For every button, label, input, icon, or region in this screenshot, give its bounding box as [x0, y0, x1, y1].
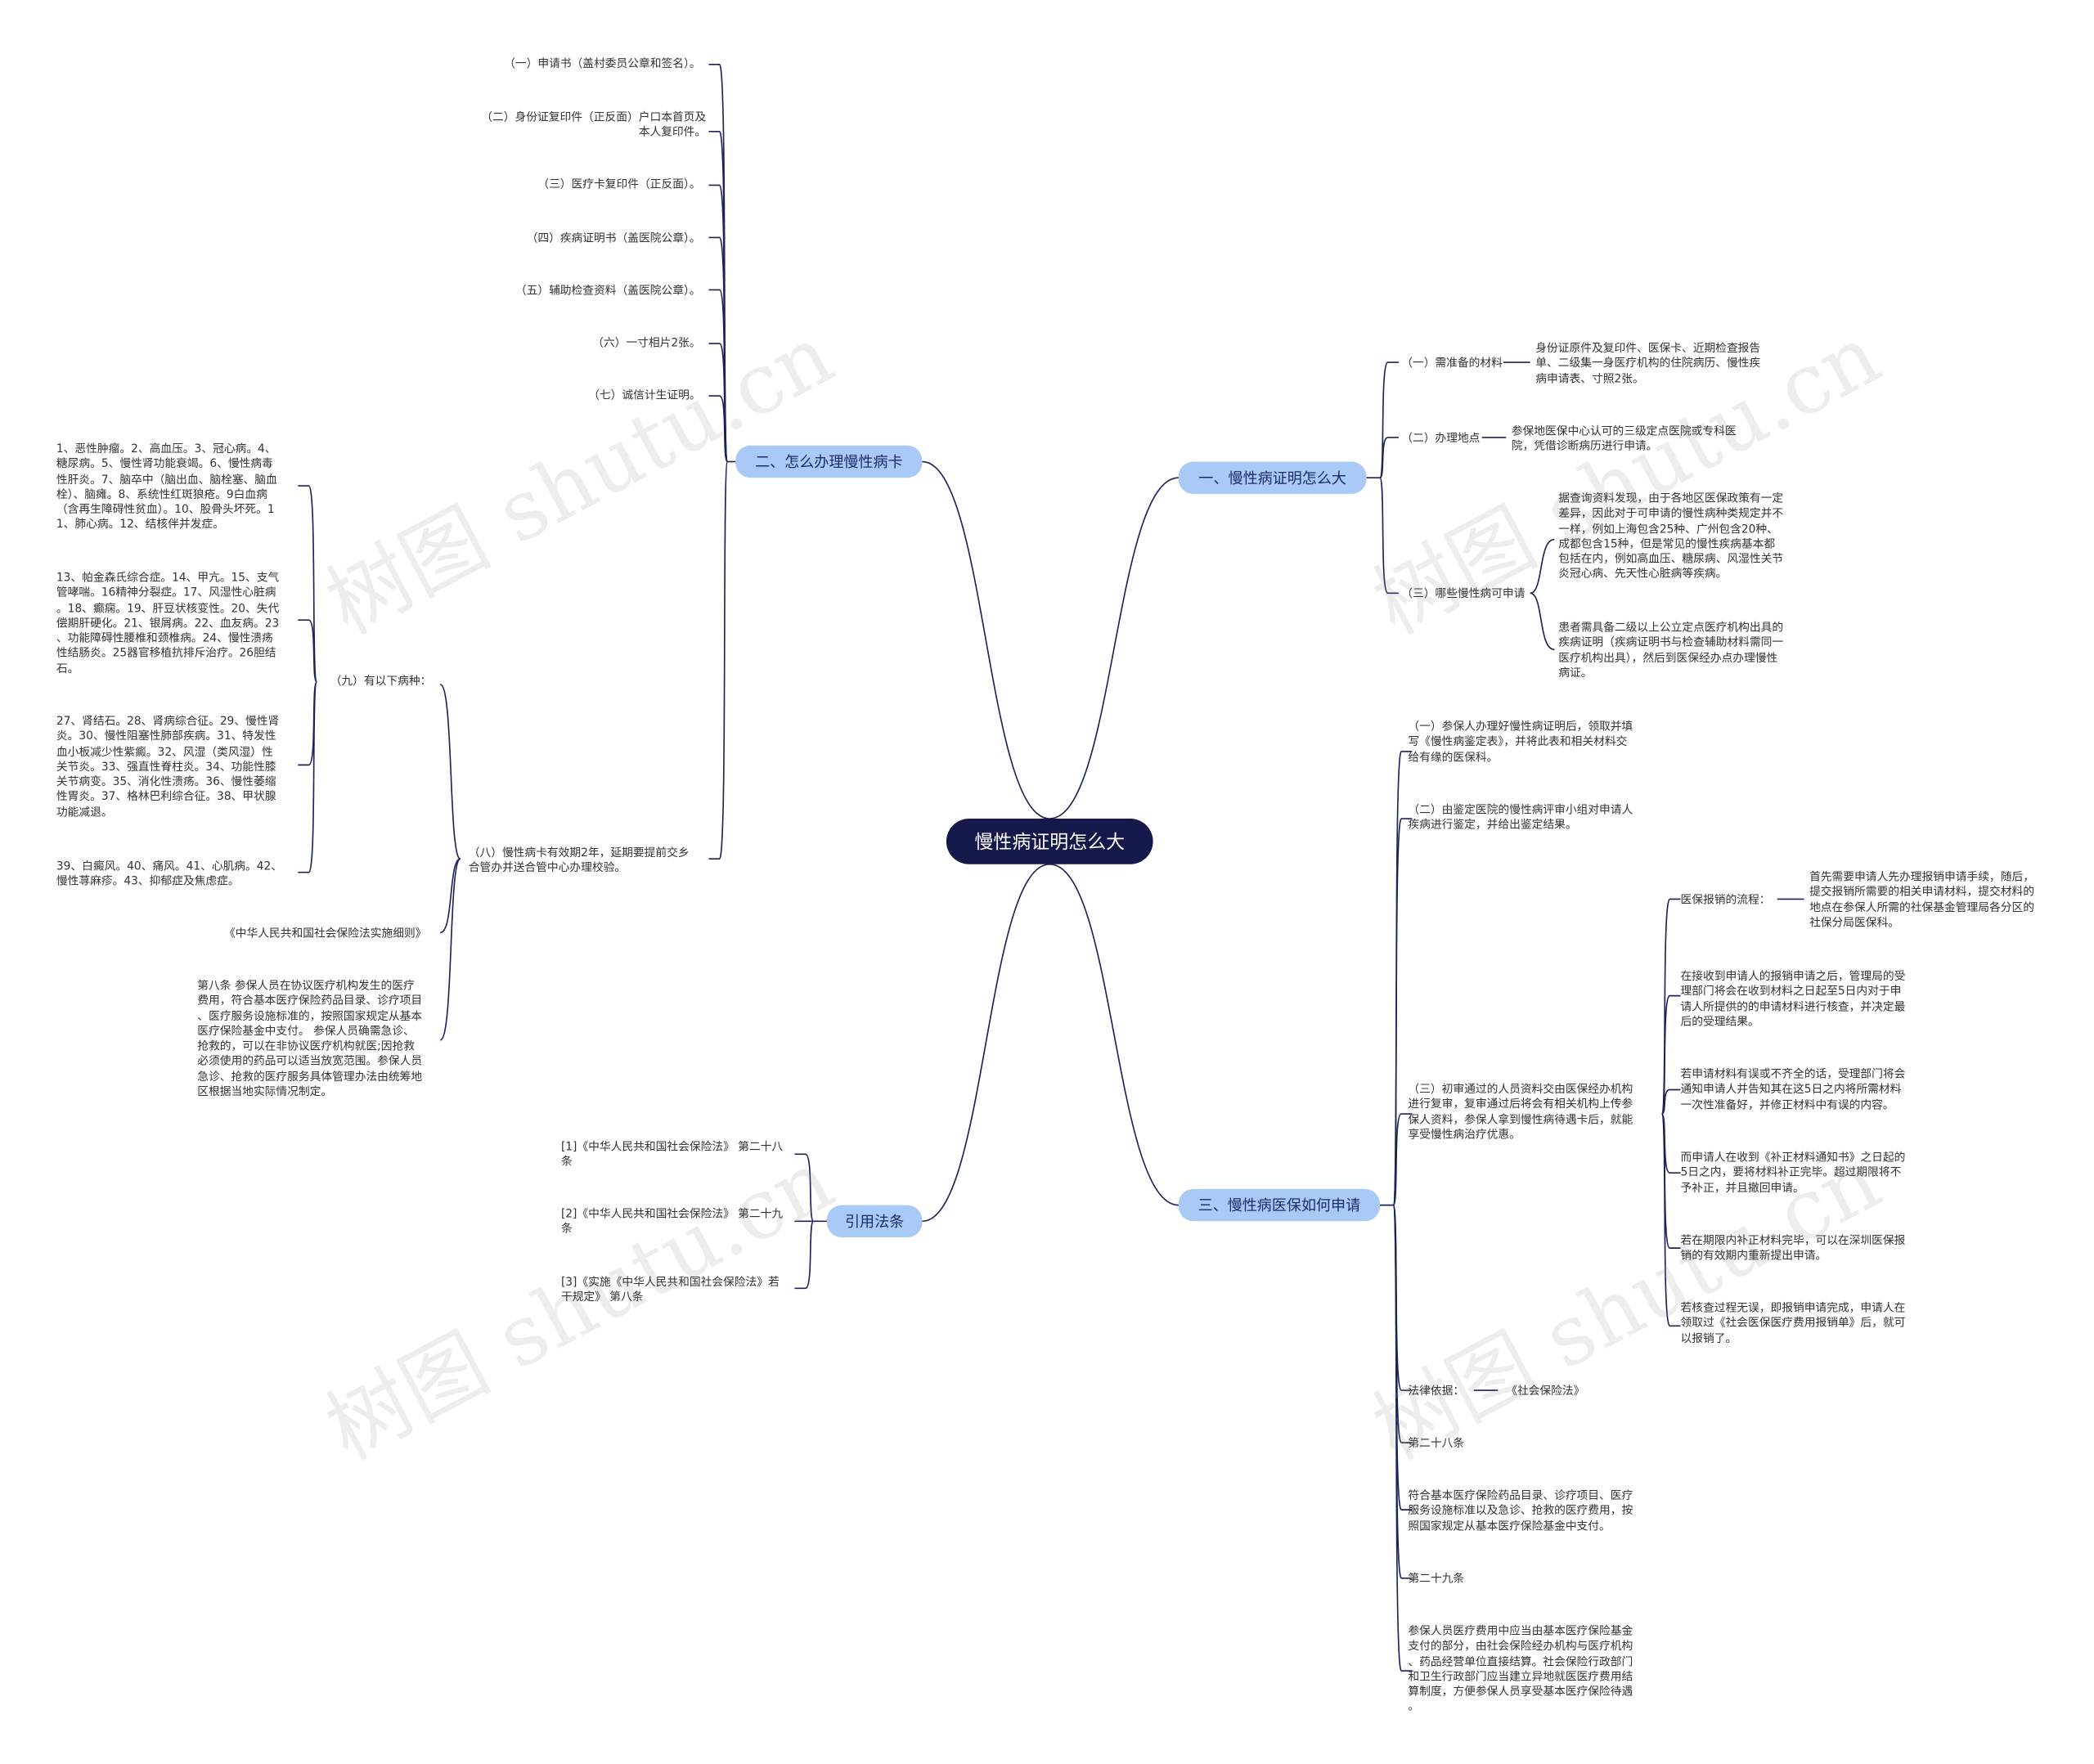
law-basis-name: 《社会保险法》	[1506, 1383, 1585, 1398]
material-item: （五）辅助检查资料（盖医院公章）。	[515, 283, 701, 297]
eight-to-nine	[439, 684, 461, 860]
flow-label: 医保报销的流程：	[1680, 892, 1771, 906]
article-28-label: 第二十八条	[1408, 1435, 1465, 1450]
material-item: （七）诚信计生证明。	[588, 388, 701, 402]
step-one: （一）参保人办理好慢性病证明后，领取并填 写《慢性病鉴定表》，并将此表和相关材料…	[1408, 719, 1633, 764]
step-two: （二）由鉴定医院的慢性病评审小组对申请人 疾病进行鉴定，并给出鉴定结果。	[1408, 802, 1633, 832]
which-link-2	[1530, 592, 1555, 651]
material-item: （二）身份证复印件（正反面）户口本首页及 本人复印件。	[481, 110, 707, 139]
step-three-children	[1660, 994, 1681, 1115]
flow-step: 而申请人在收到《补正材料通知书》之日起的 5日之内，要将材料补正完毕。超过期限将…	[1680, 1150, 1906, 1194]
step-three: （三）初审通过的人员资料交由医保经办机构 进行复审，复审通过后将会有相关机构上传…	[1408, 1081, 1633, 1141]
article-29-label: 第二十九条	[1408, 1571, 1465, 1586]
branch-1-children	[1379, 477, 1399, 595]
flow-step: 在接收到申请人的报销申请之后，管理局的受 理部门将会在收到材料之日起至5日内对于…	[1680, 968, 1906, 1028]
article-29-text: 参保人员医疗费用中应当由基本医疗保险基金 支付的部分，由社会保险经办机构与医疗机…	[1408, 1623, 1633, 1713]
flow-step: 若核查过程无误，即报销申请完成，申请人在 领取过《社会医保医疗费用报销单》后，就…	[1680, 1300, 1906, 1344]
step-three-children	[1660, 1113, 1681, 1327]
reference-item: [1]《中华人民共和国社会保险法》 第二十八 条	[560, 1139, 784, 1169]
flow-text: 首先需要申请人先办理报销申请手续，随后， 提交报销所需要的相关申请材料，提交材料…	[1809, 869, 2034, 929]
branch-node-1[interactable]: 一、慢性病证明怎么大	[1178, 461, 1367, 494]
law-basis-label: 法律依据：	[1408, 1383, 1465, 1398]
reference-children	[794, 1153, 815, 1223]
root-node[interactable]: 慢性病证明怎么大	[946, 819, 1153, 864]
eight-to-law	[439, 858, 461, 934]
branch-1-children	[1379, 437, 1399, 479]
reference-item: [3]《实施《中华人民共和国社会保险法》若 干规定》 第八条	[560, 1274, 780, 1304]
article-28-text: 符合基本医疗保险药品目录、诊疗项目、医疗 服务设施标准以及急诊、抢救的医疗费用，…	[1408, 1488, 1633, 1533]
eight-item: （八）慢性病卡有效期2年，延期要提前交乡 合管办并送合管中心办理校验。	[468, 845, 690, 874]
material-item: （一）申请书（盖村委员公章和签名）。	[504, 56, 701, 70]
branch-3-children	[1392, 1113, 1413, 1206]
root-to-branch-2	[922, 460, 1050, 819]
branch-2-children	[708, 460, 729, 860]
nine-children	[298, 485, 318, 683]
need-label: （一）需准备的材料	[1401, 355, 1503, 370]
disease-group: 27、肾结石。28、肾病综合征。29、慢性肾 炎。30、慢性阻塞性肺部疾病。31…	[56, 714, 280, 819]
material-item: （三）医疗卡复印件（正反面）。	[537, 177, 701, 191]
root-to-branch-4	[922, 863, 1050, 1223]
branch-node-2[interactable]: 二、怎么办理慢性病卡	[735, 445, 923, 478]
branch-node-4[interactable]: 引用法条	[826, 1205, 923, 1238]
material-item: （六）一寸相片2张。	[592, 335, 701, 349]
nine-children	[298, 680, 318, 873]
flow-step: 若申请材料有误或不齐全的话，受理部门将会 通知申请人并告知其在这5日之内将所需材…	[1680, 1066, 1906, 1111]
article-eight: 第八条 参保人员在协议医疗机构发生的医疗 费用，符合基本医疗保险药品目录、诊疗项…	[197, 978, 423, 1098]
branch-2-children	[708, 395, 729, 463]
material-item: （四）疾病证明书（盖医院公章）。	[526, 231, 701, 245]
reference-children	[794, 1220, 815, 1290]
disease-group: 13、帕金森氏综合症。14、甲亢。15、支气 管哮喘。16精神分裂症。17、风湿…	[56, 570, 280, 676]
reference-item: [2]《中华人民共和国社会保险法》 第二十九 条	[560, 1206, 784, 1236]
which-text: 据查询资料发现，由于各地区医保政策有一定 差异，因此对于可申请的慢性病种类规定并…	[1558, 491, 1784, 581]
branch-3-children	[1392, 1204, 1413, 1672]
which-text: 患者需具备二级以上公立定点医疗机构出具的 疾病证明（疾病证明书与检查辅助材料需同…	[1558, 620, 1784, 680]
which-label: （三）哪些慢性病可申请	[1401, 586, 1526, 600]
nine-label: （九）有以下病种：	[330, 673, 432, 688]
disease-group: 1、恶性肿瘤。2、高血压。3、冠心病。4、 糖尿病。5、慢性肾功能衰竭。6、慢性…	[56, 441, 277, 531]
which-link-1	[1530, 538, 1555, 595]
branch-node-3[interactable]: 三、慢性病医保如何申请	[1178, 1188, 1380, 1222]
step-three-children	[1661, 1088, 1681, 1115]
flow-step: 若在期限内补正材料完毕，可以在深圳医保报 销的有效期内重新提出申请。	[1680, 1233, 1906, 1263]
root-to-branch-3	[1049, 863, 1179, 1206]
disease-group: 39、白癜风。40、痛风。41、心肌病。42、 慢性荨麻疹。43、抑郁症及焦虑症…	[56, 859, 283, 888]
place-label: （二）办理地点	[1401, 430, 1481, 445]
branch-3-children	[1392, 818, 1413, 1206]
root-to-branch-1	[1049, 477, 1179, 819]
nine-children	[298, 619, 318, 683]
place-text: 参保地医保中心认可的三级定点医院或专科医 院，凭借诊断病历进行申请。	[1511, 424, 1737, 453]
law-title: 《中华人民共和国社会保险法实施细则》	[224, 926, 427, 940]
need-text: 身份证原件及复印件、医保卡、近期检查报告 单、二级集一身医疗机构的住院病历、慢性…	[1535, 340, 1761, 385]
eight-to-article	[439, 858, 461, 1041]
